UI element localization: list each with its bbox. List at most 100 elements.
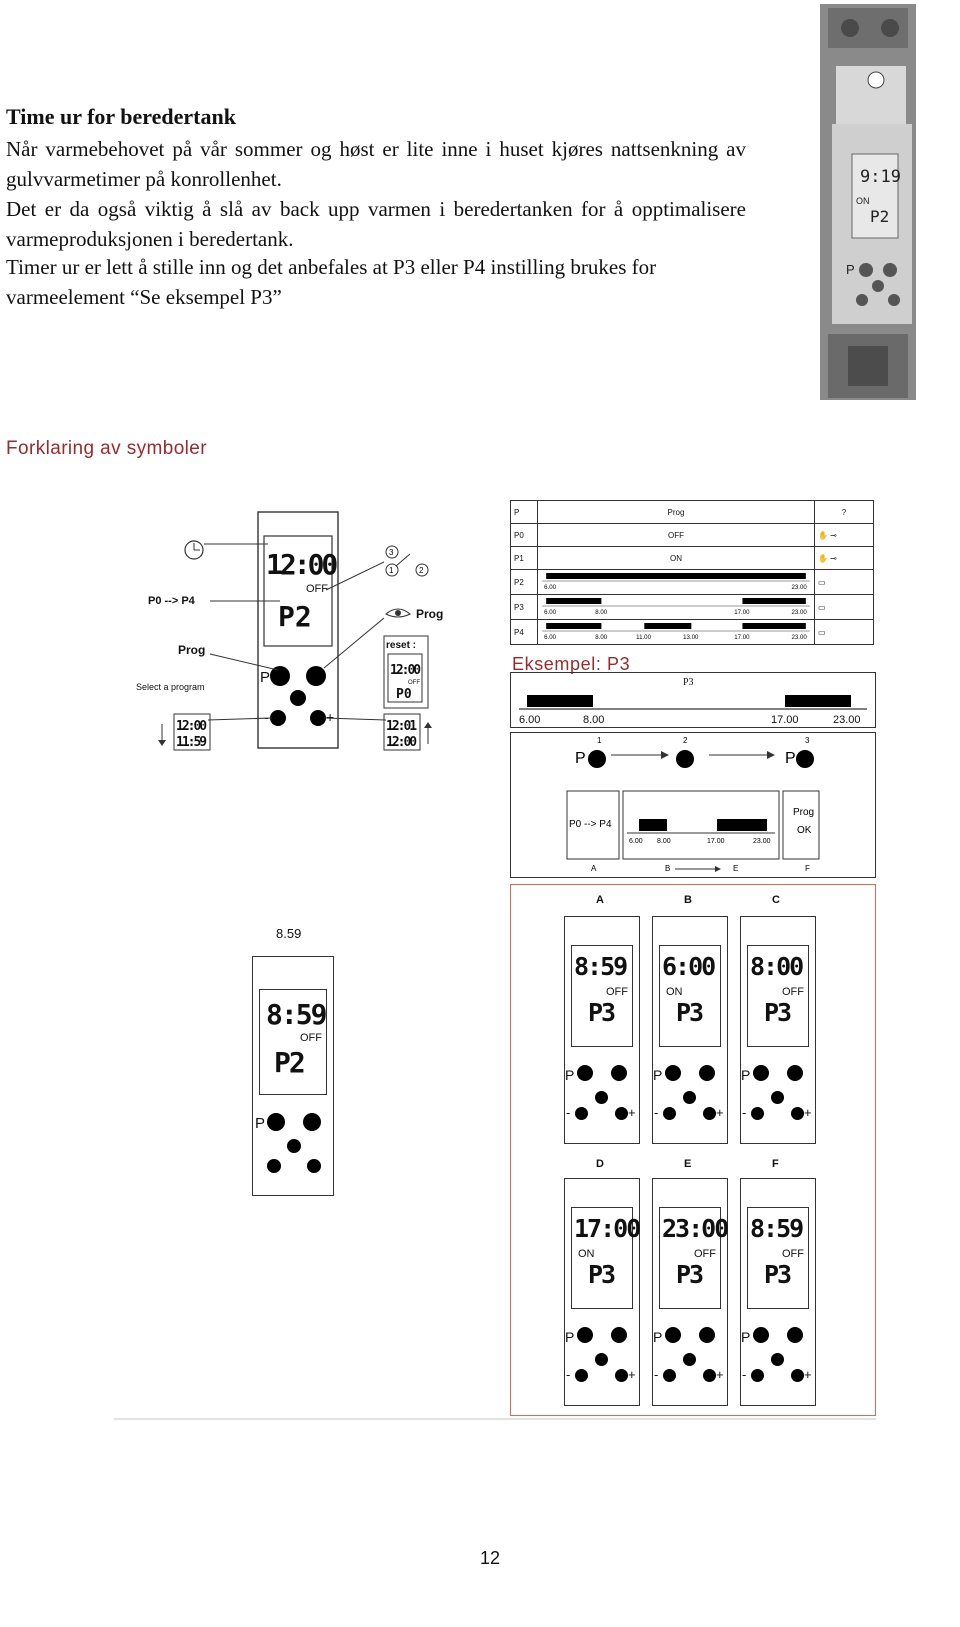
example-timer-prog: P3 (764, 1260, 792, 1289)
eye-button[interactable] (611, 1327, 627, 1343)
example-timer-minus: - (742, 1367, 747, 1382)
p-button[interactable] (753, 1065, 769, 1081)
p-button[interactable] (267, 1113, 285, 1131)
plus-button[interactable] (703, 1369, 716, 1382)
p-button[interactable] (577, 1327, 593, 1343)
eye-button[interactable] (699, 1065, 715, 1081)
center-button[interactable] (595, 1091, 608, 1104)
example-timer-status: ON (666, 986, 683, 998)
svg-text:A: A (591, 864, 597, 873)
minus-button[interactable] (663, 1107, 676, 1120)
minus-button[interactable] (663, 1369, 676, 1382)
example-timer-display: 17:00 ON P3 (571, 1207, 641, 1309)
symbol-down-lcd-a: 12:00 (176, 719, 207, 734)
minus-button[interactable] (575, 1369, 588, 1382)
example-timer-display: 8:59 OFF P3 (747, 1207, 809, 1309)
svg-text:F: F (805, 864, 810, 873)
eye-button[interactable] (303, 1113, 321, 1131)
example-timer-letter: B (684, 894, 692, 906)
example-timer-time: 23:00 (662, 1214, 729, 1243)
minus-button[interactable] (751, 1369, 764, 1382)
section-title: Time ur for beredertank (6, 104, 236, 129)
table-header-row: P Prog ? (510, 500, 874, 524)
heater-icon: ▭ (814, 594, 874, 620)
example-timer-time: 6:00 (662, 952, 716, 981)
svg-text:17.00: 17.00 (771, 714, 799, 726)
svg-text:8.00: 8.00 (595, 610, 608, 616)
svg-text:6.00: 6.00 (544, 635, 557, 641)
symbol-prog-label: Prog (178, 643, 205, 657)
hand-icon: ✋ ⊸ (814, 546, 874, 570)
symbols-heading: Forklaring av symboler (6, 438, 207, 459)
example-timer-plus: + (716, 1105, 724, 1120)
p-button[interactable] (665, 1065, 681, 1081)
minus-button[interactable] (267, 1159, 281, 1173)
plus-button[interactable] (791, 1107, 804, 1120)
minus-button[interactable] (751, 1107, 764, 1120)
example-timer-letter: F (772, 1158, 779, 1170)
p3-chart-label: P3 (683, 677, 694, 688)
example-timer-letter: E (684, 1158, 692, 1170)
svg-text:OFF: OFF (408, 680, 420, 686)
single-timer-display: 8:59 OFF P2 (259, 989, 327, 1095)
eye-icon (385, 608, 411, 618)
example-timer-minus: - (654, 1367, 659, 1382)
plus-button[interactable] (703, 1107, 716, 1120)
center-button[interactable] (595, 1353, 608, 1366)
table-row: P0 OFF ✋ ⊸ (510, 523, 874, 547)
symbol-eye-prog-label: Prog (416, 607, 443, 621)
table-row: P3 6.00 8.00 17.00 23.00 ▭ (510, 594, 874, 620)
center-button[interactable] (287, 1139, 301, 1153)
svg-text:E: E (733, 864, 738, 873)
clock-icon (184, 540, 204, 560)
example-timer-plus: + (628, 1105, 636, 1120)
single-timer-caption: 8.59 (276, 926, 302, 941)
p4-timeline: 6.00 8.00 11.00 13.00 17.00 23.00 (542, 623, 810, 641)
eye-button[interactable] (699, 1327, 715, 1343)
minus-button[interactable] (575, 1107, 588, 1120)
center-button[interactable] (771, 1091, 784, 1104)
device-photo-p: P (846, 262, 855, 277)
center-button[interactable] (683, 1353, 696, 1366)
svg-text:1: 1 (389, 566, 394, 575)
symbol-reset-prog: P0 (396, 687, 412, 702)
page-number: 12 (480, 1548, 501, 1568)
plus-button[interactable] (615, 1369, 628, 1382)
example-timer-status: OFF (606, 986, 628, 998)
example-heading: Eksempel: P3 (512, 654, 631, 674)
symbol-p-label: P (260, 669, 270, 686)
example-timer-p-label: P (741, 1067, 751, 1083)
intro-paragraph-2: Det er da også viktig å slå av back upp … (6, 197, 746, 251)
steps-box-a-label: P0 --> P4 (569, 819, 612, 830)
p-button[interactable] (753, 1327, 769, 1343)
p-button[interactable] (577, 1065, 593, 1081)
example-timer-minus: - (742, 1105, 747, 1120)
eye-button[interactable] (611, 1065, 627, 1081)
example-timer-display: 23:00 OFF P3 (659, 1207, 729, 1309)
example-timer: 8:59 OFF P3 P - + (564, 916, 640, 1144)
example-timer: 8:59 OFF P3 P - + (740, 1178, 816, 1406)
p3-timeline: 6.00 8.00 17.00 23.00 (542, 598, 810, 616)
example-timer-p-label: P (653, 1067, 663, 1083)
plus-button[interactable] (307, 1159, 321, 1173)
p-button[interactable] (665, 1327, 681, 1343)
eye-button[interactable] (787, 1065, 803, 1081)
svg-text:6.00: 6.00 (544, 585, 557, 591)
center-button[interactable] (771, 1353, 784, 1366)
symbol-up-lcd-a: 12:01 (386, 719, 417, 734)
intro-paragraph-1: Når varmebehovet på vår sommer og høst e… (6, 137, 746, 191)
example-timer-letter: A (596, 894, 604, 906)
svg-text:6.00: 6.00 (519, 714, 540, 726)
symbol-lcd-off: OFF (306, 583, 328, 595)
example-timer-p-label: P (653, 1329, 663, 1345)
example-timer-minus: - (654, 1105, 659, 1120)
center-button[interactable] (683, 1091, 696, 1104)
svg-text:23.00: 23.00 (753, 838, 771, 845)
eye-button[interactable] (787, 1327, 803, 1343)
plus-button[interactable] (791, 1369, 804, 1382)
plus-button[interactable] (615, 1107, 628, 1120)
symbol-p-range: P0 --> P4 (148, 595, 196, 607)
example-timer-prog: P3 (764, 998, 792, 1027)
example-timer-prog: P3 (588, 998, 616, 1027)
example-timer-status: ON (578, 1248, 595, 1260)
